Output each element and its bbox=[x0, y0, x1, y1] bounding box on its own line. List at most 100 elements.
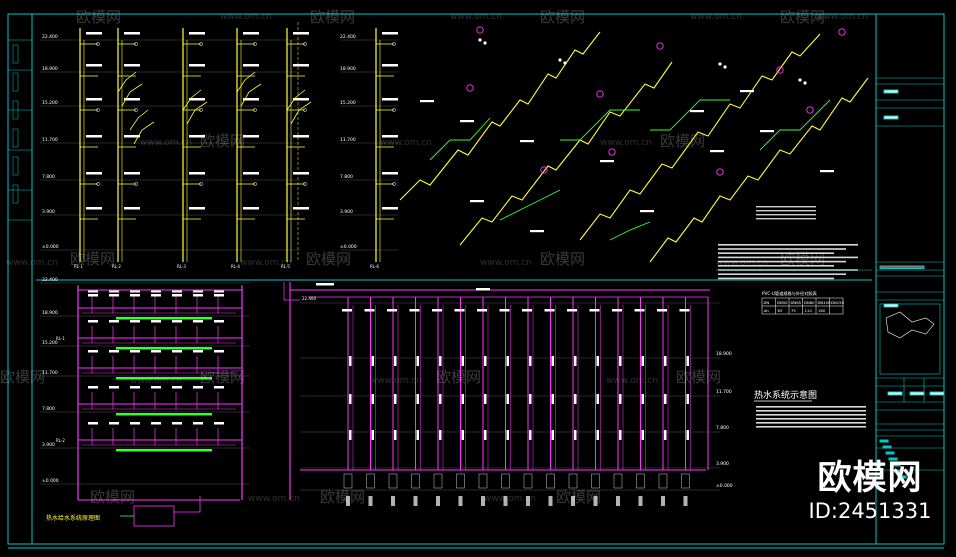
riser-label-box bbox=[454, 309, 465, 312]
valve-symbol bbox=[199, 42, 203, 46]
valve-symbol bbox=[96, 42, 100, 46]
branch-size-label bbox=[664, 430, 667, 440]
riser-bottom-text bbox=[638, 496, 643, 506]
axonometric-text bbox=[520, 140, 534, 143]
branch-pipe bbox=[182, 89, 202, 111]
pipe-size-label bbox=[193, 386, 203, 389]
valve-symbol bbox=[199, 182, 203, 186]
elevation-label: 15.200 bbox=[42, 340, 58, 346]
axonometric-text bbox=[530, 230, 544, 233]
axonometric-text bbox=[690, 110, 704, 113]
pipe-text bbox=[382, 98, 398, 101]
pipe-size-label bbox=[151, 350, 161, 353]
valve-symbol bbox=[96, 108, 100, 112]
pipe-size-label bbox=[193, 294, 203, 297]
pipe-size-label bbox=[193, 290, 203, 293]
pipe-size-label bbox=[109, 320, 119, 323]
pipe-text bbox=[86, 64, 102, 67]
axonometric-diagram bbox=[399, 26, 869, 263]
elevation-label: ±0.000 bbox=[42, 478, 59, 484]
riser-tag bbox=[501, 473, 510, 489]
pipe-size-label bbox=[172, 422, 182, 425]
pipe-size-label bbox=[88, 386, 98, 389]
axonometric-pipe bbox=[649, 77, 869, 263]
branch-size-label bbox=[349, 430, 352, 440]
riser-label-box bbox=[612, 309, 622, 312]
axonometric-text bbox=[740, 90, 754, 93]
riser-label-box bbox=[387, 309, 397, 312]
note-line bbox=[756, 206, 816, 208]
big-watermark-brand: 欧模网 bbox=[817, 458, 923, 498]
branch-size-label bbox=[686, 430, 689, 440]
pipe-text bbox=[124, 32, 140, 35]
valve-symbol bbox=[303, 182, 307, 186]
pipe-size-label bbox=[151, 386, 161, 389]
riser-label: RL-5 bbox=[281, 264, 290, 269]
pipe-size-label bbox=[172, 386, 182, 389]
riser-bottom-text bbox=[368, 496, 373, 506]
elevation-label: 3.900 bbox=[42, 209, 55, 215]
title-block-text bbox=[909, 391, 925, 396]
riser-label-box bbox=[567, 309, 577, 312]
riser-bottom-text bbox=[481, 496, 485, 506]
branch-pipe bbox=[240, 83, 262, 107]
water-heater-box bbox=[133, 505, 175, 527]
branch-size-label bbox=[349, 356, 352, 366]
key-plan-outline bbox=[885, 311, 935, 339]
branch-size-label bbox=[394, 356, 397, 366]
branch-size-label bbox=[574, 394, 577, 404]
green-annotation bbox=[116, 317, 212, 320]
pipe-size-label bbox=[172, 294, 182, 297]
valve-symbol bbox=[199, 108, 203, 112]
riser-tag bbox=[411, 473, 420, 489]
hot-water-system-title: 热水系统示意图 bbox=[754, 389, 817, 401]
branch-size-label bbox=[529, 430, 532, 440]
elevation-label: 11.700 bbox=[42, 370, 58, 376]
stamp-box bbox=[12, 128, 19, 148]
note-line bbox=[718, 252, 834, 254]
note-line bbox=[756, 418, 866, 420]
reference-bubble bbox=[776, 66, 784, 74]
stamp-box bbox=[12, 100, 19, 120]
elevation-label: 15.200 bbox=[42, 100, 58, 106]
watermark-brand: 欧模网 bbox=[540, 8, 586, 26]
riser-label: RL-3 bbox=[177, 264, 186, 269]
valve-symbol bbox=[392, 42, 396, 46]
watermark-brand: 欧模网 bbox=[200, 132, 246, 150]
valve-symbol bbox=[134, 182, 138, 186]
riser-bottom-text bbox=[436, 496, 440, 506]
pipe-table-title: PVC-U管道规格与外径对照表 bbox=[762, 290, 818, 297]
elevation-label: 3.900 bbox=[340, 209, 353, 215]
title-block bbox=[876, 77, 945, 479]
branch-size-label bbox=[394, 430, 397, 440]
valve-symbol bbox=[96, 182, 100, 186]
pipe-size-label bbox=[130, 386, 140, 389]
branch-size-label bbox=[439, 356, 442, 366]
pipe-text bbox=[124, 172, 140, 175]
watermark-brand: 欧模网 bbox=[90, 488, 136, 506]
valve-symbol bbox=[253, 108, 257, 112]
riser-tag bbox=[433, 473, 443, 489]
pipe-size-label bbox=[130, 422, 140, 425]
branch-pipe bbox=[121, 83, 143, 107]
branch-pipe bbox=[133, 121, 155, 145]
riser-bottom-text bbox=[346, 496, 350, 506]
axonometric-text bbox=[470, 200, 484, 203]
branch-size-label bbox=[641, 394, 644, 404]
riser-label: RL-2 bbox=[56, 438, 65, 443]
title-block-mark bbox=[894, 469, 904, 473]
pipe-text bbox=[382, 135, 398, 138]
note-line bbox=[756, 210, 816, 212]
branch-size-label bbox=[394, 394, 397, 404]
elevation-label: 7.800 bbox=[42, 406, 55, 412]
pipe-size-label bbox=[214, 320, 224, 323]
pipe-size-label bbox=[109, 422, 119, 425]
riser-tag bbox=[343, 473, 353, 489]
watermark-url: www.om.cn bbox=[380, 138, 432, 148]
elevation-label: 11.700 bbox=[42, 137, 58, 143]
green-annotation bbox=[116, 413, 212, 416]
riser-bottom-text bbox=[683, 496, 688, 506]
riser-tag bbox=[456, 473, 465, 489]
table-header-cell: DN50 bbox=[777, 300, 788, 305]
title-block-text bbox=[883, 303, 899, 308]
